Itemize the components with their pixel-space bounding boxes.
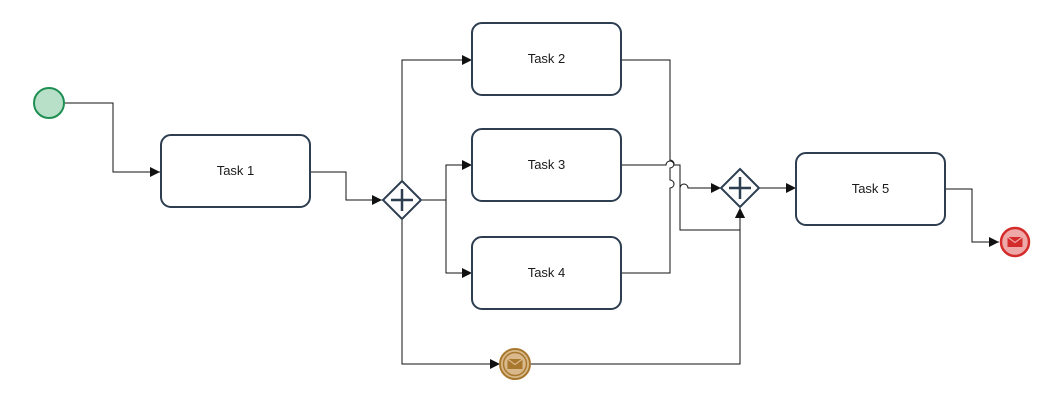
flow-start-to-task1[interactable] xyxy=(65,102,160,177)
flow-task2-to-join[interactable] xyxy=(621,59,675,274)
parallel-gateway-split[interactable] xyxy=(381,179,423,221)
task-1[interactable]: Task 1 xyxy=(160,134,311,208)
task-4[interactable]: Task 4 xyxy=(471,236,622,310)
intermediate-message-event[interactable] xyxy=(499,348,531,380)
task-3-label: Task 3 xyxy=(528,157,566,172)
parallel-gateway-join[interactable] xyxy=(719,167,761,209)
envelope-icon xyxy=(507,358,523,369)
task-2-label: Task 2 xyxy=(528,51,566,66)
flow-message-to-join[interactable] xyxy=(531,208,745,365)
plus-icon xyxy=(729,177,751,199)
task-2[interactable]: Task 2 xyxy=(471,22,622,96)
flow-split-to-task4[interactable] xyxy=(422,199,472,278)
flow-task1-to-split[interactable] xyxy=(311,171,382,205)
flow-split-to-task2[interactable] xyxy=(401,55,472,181)
task-5[interactable]: Task 5 xyxy=(795,152,946,226)
task-3[interactable]: Task 3 xyxy=(471,128,622,202)
flow-task5-to-end[interactable] xyxy=(946,188,999,247)
task-5-label: Task 5 xyxy=(852,181,890,196)
end-message-event[interactable] xyxy=(999,226,1031,258)
start-event[interactable] xyxy=(33,87,65,119)
task-4-label: Task 4 xyxy=(528,265,566,280)
flow-task3-to-join[interactable] xyxy=(621,160,721,193)
envelope-icon xyxy=(1007,236,1023,247)
flow-split-to-task3[interactable] xyxy=(422,160,472,201)
flow-split-to-message[interactable] xyxy=(401,219,500,369)
task-1-label: Task 1 xyxy=(217,163,255,178)
plus-icon xyxy=(391,189,413,211)
